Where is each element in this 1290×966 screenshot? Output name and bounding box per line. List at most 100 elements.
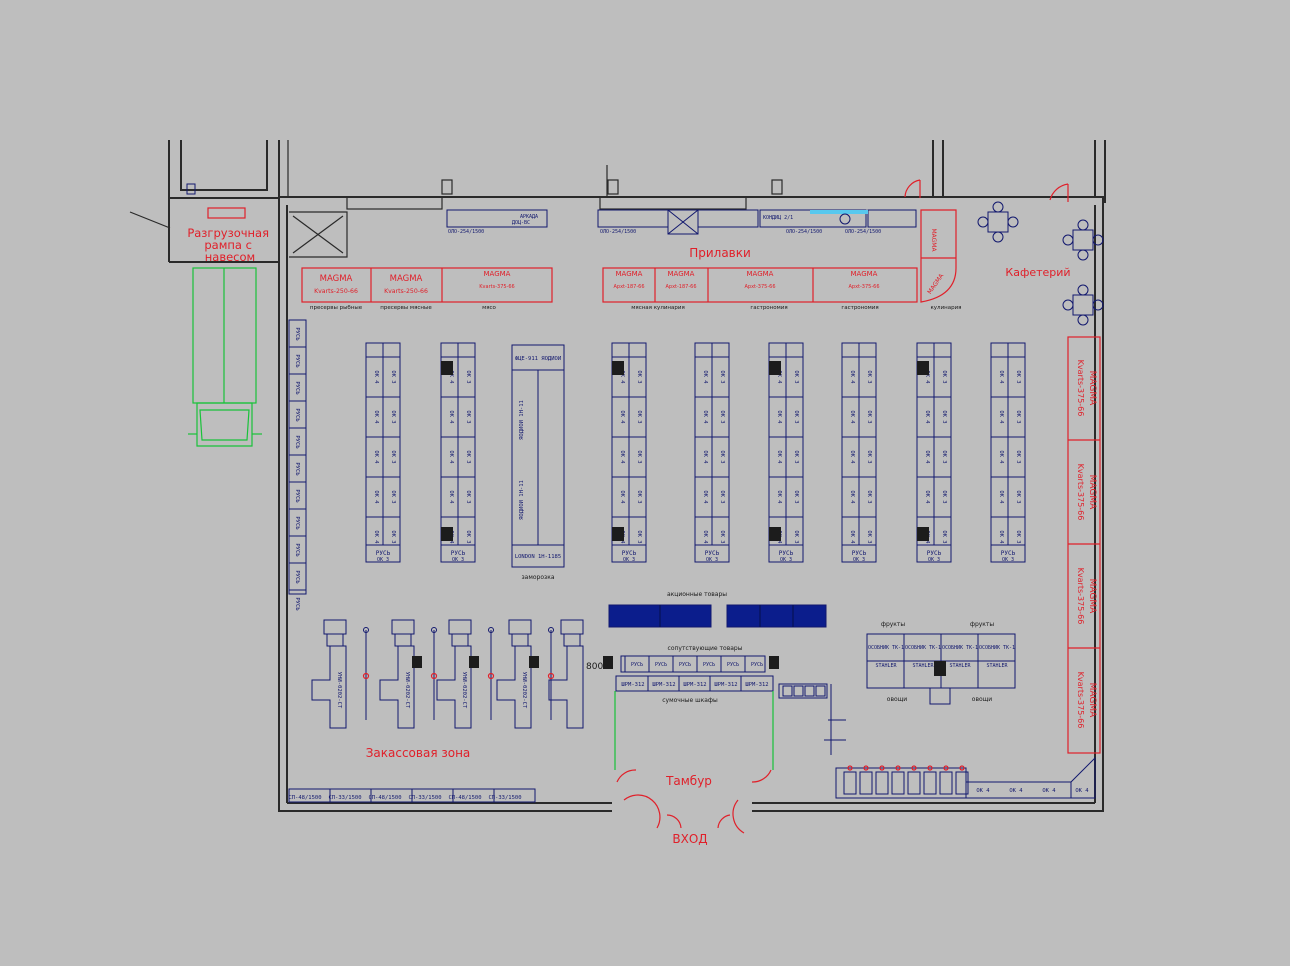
magma-model-5: Apxt-375-66 (744, 284, 775, 290)
magma-brand-corner: MAGMA (926, 272, 946, 296)
cabinet-3: ШРМ-312 (714, 682, 737, 688)
rack-cell: ОК 3 (866, 450, 872, 463)
rack-cell: ОК 4 (924, 410, 930, 424)
rack-cell: ОК 4 (849, 530, 855, 544)
rack-cell: ОК 4 (448, 450, 454, 464)
rack-cell: ОК 3 (636, 370, 642, 383)
produce-5: STAHLER (912, 663, 934, 669)
magma-brand-5: MAGMA (747, 270, 774, 278)
checkout-1: УНИ-0202-СТ (379, 619, 438, 729)
left-shelf-label: РУСЬ (294, 408, 300, 422)
rack-cell: ОК 3 (866, 490, 872, 503)
right-magma-model-1: Kvarts-375-66 (1076, 464, 1085, 521)
rack-cell: ОК 4 (998, 450, 1004, 464)
bottom-fixture-4: СП-48/1500 (448, 795, 481, 801)
checkout-2: УНИ-0202-СТ (436, 619, 495, 729)
bottom-fixture-5: СП-33/1500 (488, 795, 521, 801)
checkout-label: УНИ-0202-СТ (461, 672, 467, 709)
rack-cell: ОК 3 (636, 490, 642, 503)
left-shelf-label: РУСЬ (294, 435, 300, 449)
left-shelf-label: РУСЬ (294, 354, 300, 368)
related-cell: РУСЬ (703, 662, 715, 668)
rack-cell: ОК 3 (465, 370, 471, 383)
rack-cell: ОК 4 (702, 410, 708, 424)
fixture-dots: ДОЦ-ВС (512, 220, 530, 226)
fixture-kondic: КОНДИЦ 2/1 (763, 215, 793, 221)
cafe-label: Кафетерий (1005, 266, 1070, 279)
freezer-label: заморозка (521, 574, 554, 581)
checkout-0: УНИ-0202-СТ (311, 619, 370, 729)
magma-brand-1: MAGMA (390, 274, 423, 284)
rack-cell: ОК 4 (702, 530, 708, 544)
fruits-label-2: фрукты (970, 621, 995, 628)
magma-labels: MAGMAKvarts-250-66MAGMAKvarts-250-66MAGM… (314, 228, 946, 295)
left-shelf-label: РУСЬ (294, 381, 300, 395)
rack-cell: ОК 4 (619, 370, 625, 384)
rack-cell: ОК 4 (776, 450, 782, 464)
right-magma-brand-0: MAGMA (1087, 371, 1097, 407)
rack-cell: ОК 3 (465, 530, 471, 543)
checkout-3: УНИ-0202-СТ (496, 619, 555, 729)
rack-cell: ОК 3 (793, 450, 799, 463)
rack-head: РУСЬ (927, 550, 942, 557)
rack-bottom: ОК 3 (928, 557, 940, 563)
rack-bottom: ОК 3 (706, 557, 718, 563)
freezer-bottom-label: LONDON 1Н-1185 (515, 554, 561, 560)
magma-brand-side: MAGMA (930, 228, 937, 252)
rack-cell: ОК 4 (849, 370, 855, 384)
produce-4: STAHLER (875, 663, 897, 669)
label-fish: пресервы рыбные (310, 305, 363, 311)
rack-cell: ОК 4 (998, 490, 1004, 504)
rack-cell: ОК 3 (1015, 410, 1021, 423)
left-shelf-label: РУСЬ (294, 543, 300, 557)
rack-cell: ОК 4 (373, 450, 379, 464)
fixture-olo-1: ОЛО-254/1500 (448, 229, 484, 235)
produce-1: ОСОБНИК ТК-1 (905, 645, 941, 651)
rack-cell: ОК 3 (793, 530, 799, 543)
rack-cell: ОК 3 (465, 410, 471, 423)
fixture-olo-4: ОЛО-254/1500 (845, 229, 881, 235)
rack-cell: ОК 4 (998, 530, 1004, 544)
entrance-label: ВХОД (672, 832, 707, 846)
rack-cell: ОК 4 (619, 450, 625, 464)
rack-cell: ОК 3 (636, 450, 642, 463)
produce-3: ОСОБНИК ТК-1 (979, 645, 1015, 651)
rack-cell: ОК 3 (465, 490, 471, 503)
doors (616, 179, 1069, 834)
rack-cell: ОК 4 (776, 370, 782, 384)
produce-7: STAHLER (986, 663, 1008, 669)
left-shelf-label: РУСЬ (294, 489, 300, 503)
rack-cell: ОК 3 (1015, 450, 1021, 463)
rack-head: РУСЬ (779, 550, 794, 557)
bottom-fixture-2: СП-48/1500 (368, 795, 401, 801)
rack-cell: ОК 3 (390, 530, 396, 543)
right-magma-brand-2: MAGMA (1087, 579, 1097, 615)
counters-label: Прилавки (689, 246, 751, 260)
rack-bottom: ОК 3 (452, 557, 464, 563)
rack-cell: ОК 4 (924, 490, 930, 504)
label-meat-cuisine: мясная кулинария (631, 305, 685, 311)
freezer-top-label: ФЦЕ-911 ЯОДИОИ (515, 356, 561, 362)
magma-brand-4: MAGMA (668, 270, 695, 278)
top-counters (301, 209, 957, 303)
checkout-4 (548, 619, 584, 729)
rack-head: РУСЬ (622, 550, 637, 557)
rack-cell: ОК 3 (636, 530, 642, 543)
cabinet-0: ШРМ-312 (621, 682, 644, 688)
magma-model-0: Kvarts-250-66 (314, 288, 358, 295)
related-cell: РУСЬ (679, 662, 691, 668)
fixture-arkada: АРКАДА (520, 214, 538, 220)
rack-cell: ОК 4 (924, 450, 930, 464)
checkout-counters: УНИ-0202-СТ УНИ-0202-СТ УНИ-0202-СТ УНИ-020… (311, 619, 584, 729)
checkout-label: УНИ-0202-СТ (404, 672, 410, 709)
freezer-rack: ФЦЕ-911 ЯОДИОИ LONDON 1Н-1185 ЯОДИОИ 1Н-… (511, 344, 565, 581)
veg-label-2: овощи (972, 696, 993, 703)
rack-cell: ОК 4 (702, 490, 708, 504)
promo-label: акционные товары (667, 591, 727, 598)
top-fixtures: АРКАДА ДОЦ-ВС ОЛО-254/1500 ОЛО-254/1500 … (446, 209, 917, 235)
